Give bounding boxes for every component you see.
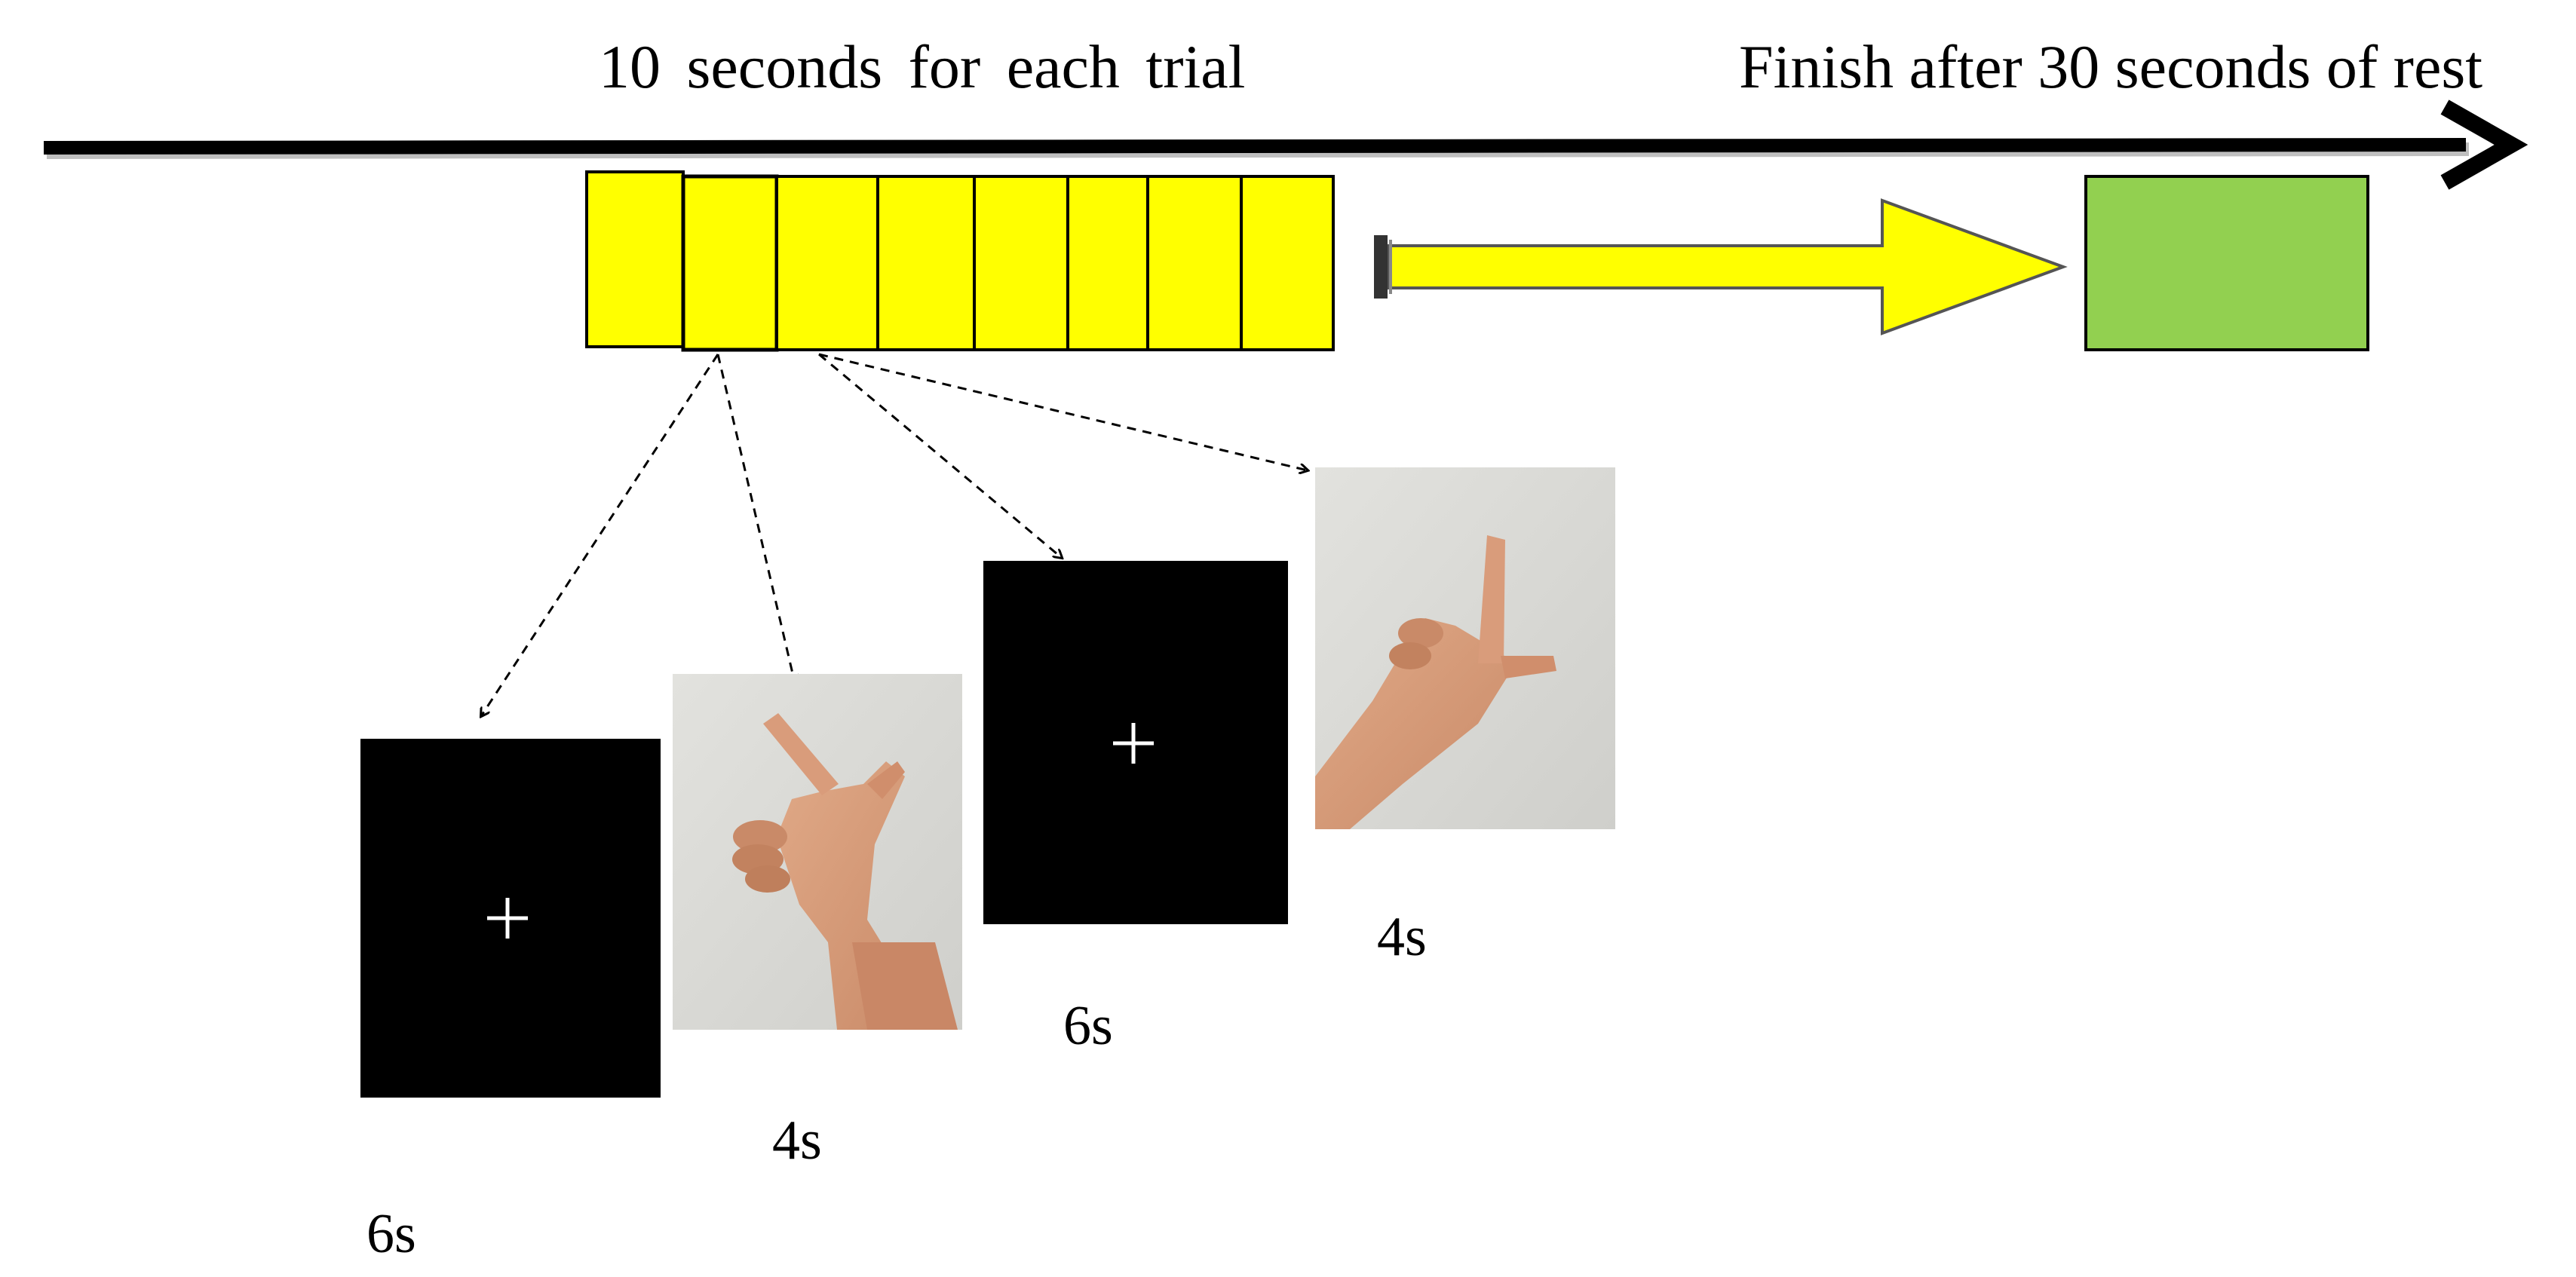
stimulus-duration-label: 6s bbox=[366, 1203, 416, 1265]
hand-gesture-photo-icon bbox=[1315, 535, 1556, 829]
hand-gesture-photo bbox=[673, 674, 962, 1030]
hand-gesture-photo-icon bbox=[732, 713, 958, 1030]
rest-duration-label: Finish after 30 seconds of rest bbox=[1739, 32, 2483, 101]
trial-block bbox=[585, 170, 685, 348]
trial-block bbox=[1146, 175, 1243, 351]
trial-duration-label: 10 seconds for each trial bbox=[599, 32, 1246, 101]
stimulus-duration-label: 4s bbox=[772, 1110, 822, 1171]
timeline-arrow bbox=[43, 100, 2528, 190]
trial-block bbox=[973, 175, 1069, 351]
pointer-arrow bbox=[818, 353, 1062, 558]
trial-block bbox=[681, 174, 779, 352]
trial-block bbox=[1066, 175, 1149, 351]
pointer-arrow bbox=[818, 353, 1308, 470]
trial-block bbox=[775, 175, 879, 351]
rest-block bbox=[2084, 175, 2369, 351]
fixation-screen bbox=[983, 561, 1288, 924]
trial-blocks bbox=[585, 170, 1335, 352]
fixation-cross-icon bbox=[1113, 723, 1154, 764]
stimulus-duration-label: 4s bbox=[1377, 906, 1427, 968]
dashed-pointers bbox=[481, 353, 1308, 716]
fixation-cross-icon bbox=[487, 898, 528, 939]
progress-block-arrow bbox=[1374, 198, 2068, 335]
pointer-arrow bbox=[716, 354, 795, 683]
trial-block bbox=[1240, 175, 1335, 351]
hand-gesture-photo bbox=[1315, 467, 1615, 829]
pointer-arrow bbox=[481, 354, 719, 716]
trial-block bbox=[876, 175, 976, 351]
stimulus-duration-label: 6s bbox=[1063, 995, 1113, 1057]
fixation-screen bbox=[360, 739, 661, 1098]
